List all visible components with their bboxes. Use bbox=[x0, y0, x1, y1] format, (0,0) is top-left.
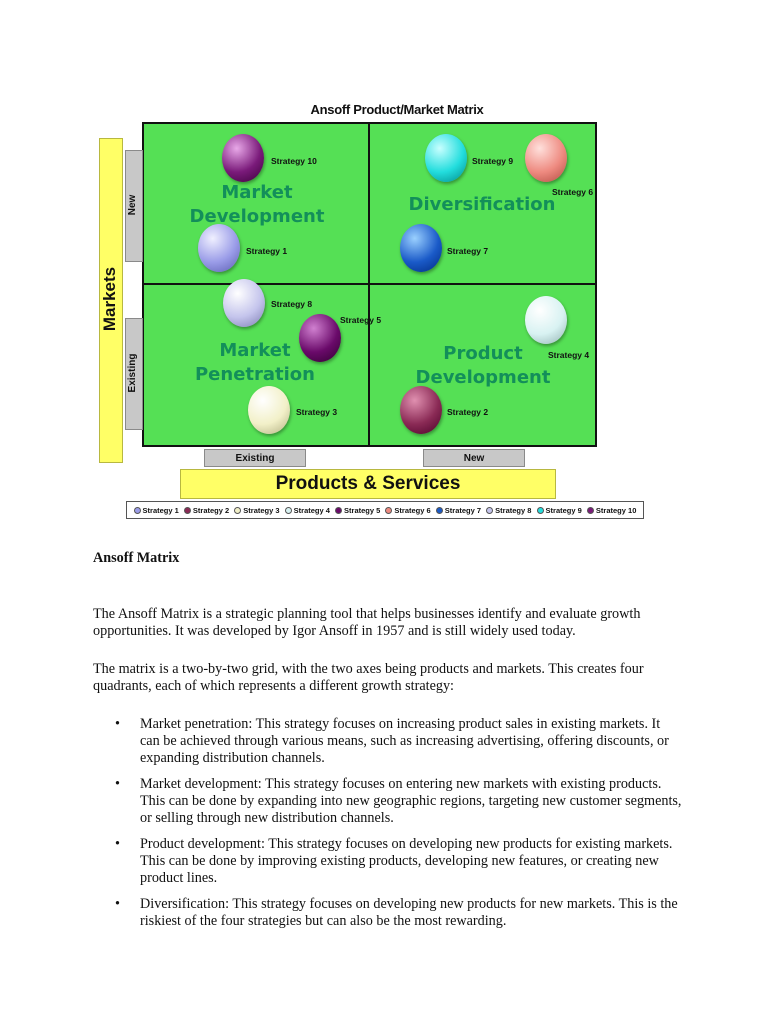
list-item-text: Market development: This strategy focuse… bbox=[140, 776, 682, 826]
legend-dot-icon bbox=[536, 506, 544, 514]
legend-item-label: Strategy 1 bbox=[142, 505, 179, 515]
ansoff-matrix-figure: Ansoff Product/Market Matrix Market Deve… bbox=[92, 90, 648, 526]
legend-item-strategy-3: Strategy 3 bbox=[234, 505, 280, 515]
bullet-glyph: • bbox=[115, 836, 120, 852]
legend-item-label: Strategy 6 bbox=[394, 505, 431, 515]
bullet-glyph: • bbox=[115, 776, 120, 792]
legend-item-strategy-6: Strategy 6 bbox=[385, 505, 431, 515]
legend-item-label: Strategy 5 bbox=[344, 505, 381, 515]
market-penetration-line1: Market bbox=[219, 340, 291, 361]
label-diversification: Diversification bbox=[408, 194, 556, 215]
legend-dot-icon bbox=[183, 506, 191, 514]
strategy-1-label: Strategy 1 bbox=[246, 246, 288, 256]
product-development-line2: Development bbox=[415, 367, 551, 388]
legend-item-strategy-7: Strategy 7 bbox=[435, 505, 482, 515]
x-new-box: New bbox=[423, 449, 525, 467]
market-development-line1: Market bbox=[221, 182, 293, 203]
label-market-penetration: Market Penetration bbox=[180, 339, 330, 387]
legend-dot-icon bbox=[284, 506, 292, 514]
legend-item-strategy-9: Strategy 9 bbox=[536, 505, 582, 515]
strategy-3-label: Strategy 3 bbox=[296, 407, 338, 417]
strategy-5-label: Strategy 5 bbox=[340, 315, 382, 325]
document-heading: Ansoff Matrix bbox=[93, 550, 180, 566]
legend-dot-icon bbox=[335, 506, 343, 514]
legend-item-strategy-4: Strategy 4 bbox=[284, 505, 330, 515]
legend-item-label: Strategy 3 bbox=[243, 505, 280, 515]
strategy-6-label: Strategy 6 bbox=[552, 187, 594, 197]
y-existing-box bbox=[125, 318, 143, 430]
strategy-6-ball bbox=[525, 134, 567, 182]
markets-axis-label: Markets bbox=[100, 266, 119, 332]
market-penetration-line2: Penetration bbox=[194, 364, 315, 385]
strategy-10-label: Strategy 10 bbox=[271, 156, 317, 166]
strategy-list: • Market penetration: This strategy focus… bbox=[93, 716, 683, 930]
list-item-text: Market penetration: This strategy focuse… bbox=[140, 716, 669, 766]
strategy-2-ball bbox=[400, 386, 442, 434]
list-item: • Diversification: This strategy focuses … bbox=[93, 896, 683, 930]
legend-dot-icon bbox=[385, 506, 393, 514]
document-body: Ansoff Matrix The Ansoff Matrix is a str… bbox=[93, 550, 683, 930]
legend-dot-icon bbox=[133, 506, 141, 514]
legend-item-strategy-2: Strategy 2 bbox=[183, 505, 230, 515]
list-item-text: Product development: This strategy focus… bbox=[140, 836, 673, 886]
legend-item-strategy-8: Strategy 8 bbox=[486, 506, 531, 515]
legend-dot-icon bbox=[586, 506, 594, 514]
label-market-development: Market Development bbox=[172, 181, 342, 229]
strategy-7-label: Strategy 7 bbox=[447, 246, 489, 256]
label-product-development: Product Development bbox=[398, 342, 568, 390]
markets-axis-bar bbox=[99, 138, 123, 463]
products-services-label: Products & Services bbox=[275, 473, 461, 494]
legend-dot-icon bbox=[234, 506, 242, 514]
y-existing-label: Existing bbox=[127, 353, 138, 393]
product-development-line1: Product bbox=[443, 343, 523, 364]
strategy-1-ball bbox=[198, 224, 240, 272]
legend-item-label: Strategy 10 bbox=[595, 505, 637, 515]
list-item: • Market penetration: This strategy focus… bbox=[93, 716, 683, 767]
legend-dot-icon bbox=[435, 506, 443, 514]
strategy-4-ball bbox=[525, 296, 567, 344]
strategy-8-label: Strategy 8 bbox=[271, 299, 313, 309]
strategy-4-label: Strategy 4 bbox=[548, 350, 590, 360]
legend-item-label: Strategy 4 bbox=[293, 505, 330, 515]
list-item: • Product development: This strategy focu… bbox=[93, 836, 683, 887]
legend-dot-icon bbox=[486, 506, 494, 514]
paragraph-grid: The matrix is a two-by-two grid, with th… bbox=[93, 661, 644, 694]
paragraph-intro: The Ansoff Matrix is a strategic plannin… bbox=[93, 606, 641, 639]
strategy-2-label: Strategy 2 bbox=[447, 407, 489, 417]
market-development-line2: Development bbox=[189, 206, 325, 227]
legend-item-label: Strategy 7 bbox=[444, 505, 482, 515]
legend-item-label: Strategy 2 bbox=[192, 505, 230, 515]
y-new-box bbox=[125, 150, 143, 262]
strategy-9-label: Strategy 9 bbox=[472, 156, 514, 166]
list-item-text: Diversification: This strategy focuses o… bbox=[140, 896, 678, 929]
strategy-7-ball bbox=[400, 224, 442, 272]
strategy-10-ball bbox=[222, 134, 264, 182]
strategy-3-ball bbox=[248, 386, 290, 434]
products-services-bar bbox=[180, 469, 556, 499]
legend-item-strategy-5: Strategy 5 bbox=[335, 506, 380, 515]
x-existing-box: Existing bbox=[204, 449, 306, 467]
bullet-glyph: • bbox=[115, 896, 120, 912]
bullet-glyph: • bbox=[115, 716, 120, 732]
strategy-5-ball bbox=[299, 314, 341, 362]
legend-item-label: Strategy 8 bbox=[495, 505, 532, 515]
legend-item-label: Strategy 9 bbox=[545, 505, 582, 515]
figure-title: Ansoff Product/Market Matrix bbox=[310, 102, 484, 117]
strategy-9-ball bbox=[425, 134, 467, 182]
y-new-label: New bbox=[127, 194, 138, 216]
strategy-8-ball bbox=[223, 279, 265, 327]
legend-item-strategy-10: Strategy 10 bbox=[586, 505, 637, 515]
strategy-legend: Strategy 1 Strategy 2 Strategy 3 Strategy 4… bbox=[126, 501, 644, 519]
legend-item-strategy-1: Strategy 1 bbox=[133, 505, 179, 515]
list-item: • Market development: This strategy focus… bbox=[93, 776, 683, 827]
